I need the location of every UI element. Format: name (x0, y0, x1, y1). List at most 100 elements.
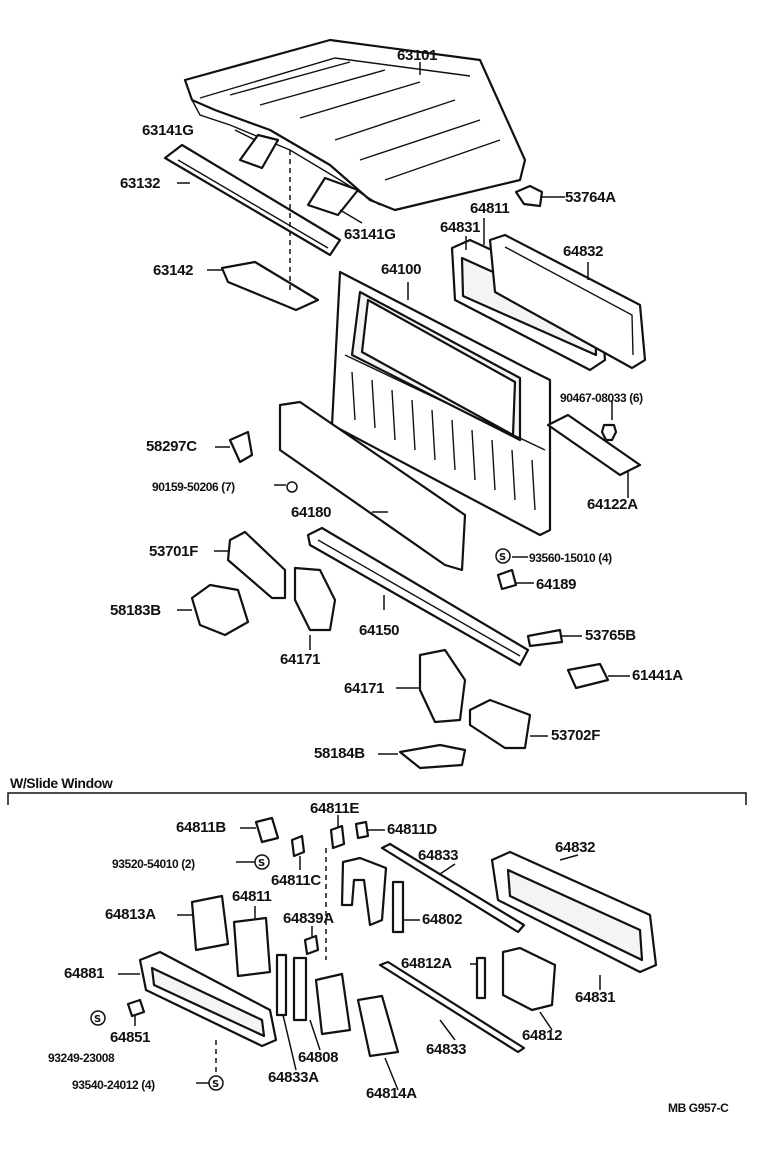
clip-64811E (329, 824, 346, 850)
screw-90159 (286, 481, 298, 493)
part-label-64802: 64802 (422, 911, 463, 928)
back-panel (330, 270, 552, 537)
lower-rail (306, 526, 530, 667)
part-label-93540: 93540-24012 (4) (72, 1078, 155, 1092)
part-label-64811D: 64811D (387, 821, 437, 838)
part-label-93560: 93560-15010 (4) (529, 551, 612, 565)
part-label-53702F: 53702F (551, 727, 601, 744)
part-label-64831-bot: 64831 (575, 989, 616, 1006)
part-label-64831-top: 64831 (440, 219, 481, 236)
bracket-58297C (228, 430, 254, 464)
part-label-61441A: 61441A (632, 667, 683, 684)
roof-brace-front (238, 133, 360, 217)
strip-64833A (275, 953, 288, 1017)
part-label-58297C: 58297C (146, 438, 197, 455)
seal-64812A (475, 956, 487, 1000)
part-label-63141G-a: 63141G (142, 122, 194, 139)
part-label-64833A: 64833A (268, 1069, 319, 1086)
part-label-64811-top: 64811 (470, 200, 510, 217)
part-label-53701F: 53701F (149, 543, 199, 560)
glass-64814A (356, 994, 400, 1058)
clip-90467 (600, 423, 618, 442)
part-label-64832-bot: 64832 (555, 839, 596, 856)
clip-64811C (290, 834, 306, 858)
part-label-93249: 93249-23008 (48, 1051, 115, 1065)
part-label-63132: 63132 (120, 175, 161, 192)
pad-61441A (566, 662, 610, 690)
clip-53765B (526, 628, 564, 648)
rail-64833-bottom (378, 960, 526, 1054)
part-label-64812: 64812 (522, 1027, 563, 1044)
part-label-64811E: 64811E (310, 800, 360, 817)
glass-64812 (501, 946, 557, 1012)
part-label-64811C: 64811C (271, 872, 321, 889)
part-label-64812A: 64812A (401, 955, 452, 972)
clip-53764A (514, 184, 544, 208)
bracket-64811B (254, 816, 280, 844)
part-label-64171-a: 64171 (280, 651, 321, 668)
part-label-64150: 64150 (359, 622, 400, 639)
panel-support-left (293, 566, 337, 632)
glass-center (314, 972, 352, 1036)
part-label-53764A: 53764A (565, 189, 616, 206)
part-label-64881: 64881 (64, 965, 105, 982)
part-label-90159: 90159-50206 (7) (152, 480, 235, 494)
rear-window-glass-top (450, 233, 647, 372)
glass-64813A (190, 894, 230, 952)
glass-64811 (232, 916, 272, 978)
pillar-53701F (226, 530, 287, 600)
pillar-53702F (468, 698, 532, 750)
part-label-64811-bot: 64811 (232, 888, 272, 905)
slide-window-frame (490, 850, 658, 974)
part-label-64839A: 64839A (283, 910, 334, 927)
rail-64833-top (380, 842, 526, 934)
part-label-64814A: 64814A (366, 1085, 417, 1102)
part-label-64180: 64180 (291, 504, 332, 521)
strip-64808 (292, 956, 308, 1022)
part-label-58183B: 58183B (110, 602, 161, 619)
latch-64802 (391, 880, 405, 934)
roof-panel (183, 38, 527, 212)
washer-93249 (90, 1010, 106, 1026)
stopper-64839A (303, 934, 320, 956)
clip-64811D (354, 820, 370, 840)
clip-64189 (496, 568, 518, 591)
part-label-93520: 93520-54010 (2) (112, 857, 195, 871)
bracket-58183B (190, 583, 250, 637)
part-label-64811B: 64811B (176, 819, 226, 836)
part-label-64100: 64100 (381, 261, 422, 278)
part-label-58184B: 58184B (314, 745, 365, 762)
part-label-90467: 90467-08033 (6) (560, 391, 643, 405)
washer-93560 (495, 548, 511, 564)
part-label-64171-b: 64171 (344, 680, 385, 697)
part-label-63142: 63142 (153, 262, 194, 279)
part-label-63141G-b: 63141G (344, 226, 396, 243)
clip-64851 (126, 998, 146, 1018)
svg-text:S: S (94, 1014, 101, 1025)
washer-mark: S (499, 552, 506, 563)
svg-text:S: S (258, 858, 265, 869)
section-bracket (7, 792, 747, 805)
trim-board (278, 400, 467, 572)
bracket-58184B (398, 743, 467, 770)
part-label-64851: 64851 (110, 1029, 151, 1046)
part-label-64122A: 64122A (587, 496, 638, 513)
latch-frame (340, 856, 388, 927)
part-label-64189: 64189 (536, 576, 577, 593)
part-label-63101: 63101 (397, 47, 438, 64)
roof-bracket (220, 260, 320, 312)
panel-support-right (418, 648, 467, 724)
fixed-window-frame (138, 950, 278, 1048)
figure-code: MB G957-C (668, 1101, 729, 1115)
mounting-plate (546, 413, 642, 477)
svg-text:S: S (212, 1079, 219, 1090)
part-label-64808: 64808 (298, 1049, 339, 1066)
header-rail (163, 143, 342, 257)
part-label-64833-b: 64833 (426, 1041, 467, 1058)
part-label-53765B: 53765B (585, 627, 636, 644)
part-label-64813A: 64813A (105, 906, 156, 923)
part-label-64832-top: 64832 (563, 243, 604, 260)
part-label-64833-a: 64833 (418, 847, 459, 864)
